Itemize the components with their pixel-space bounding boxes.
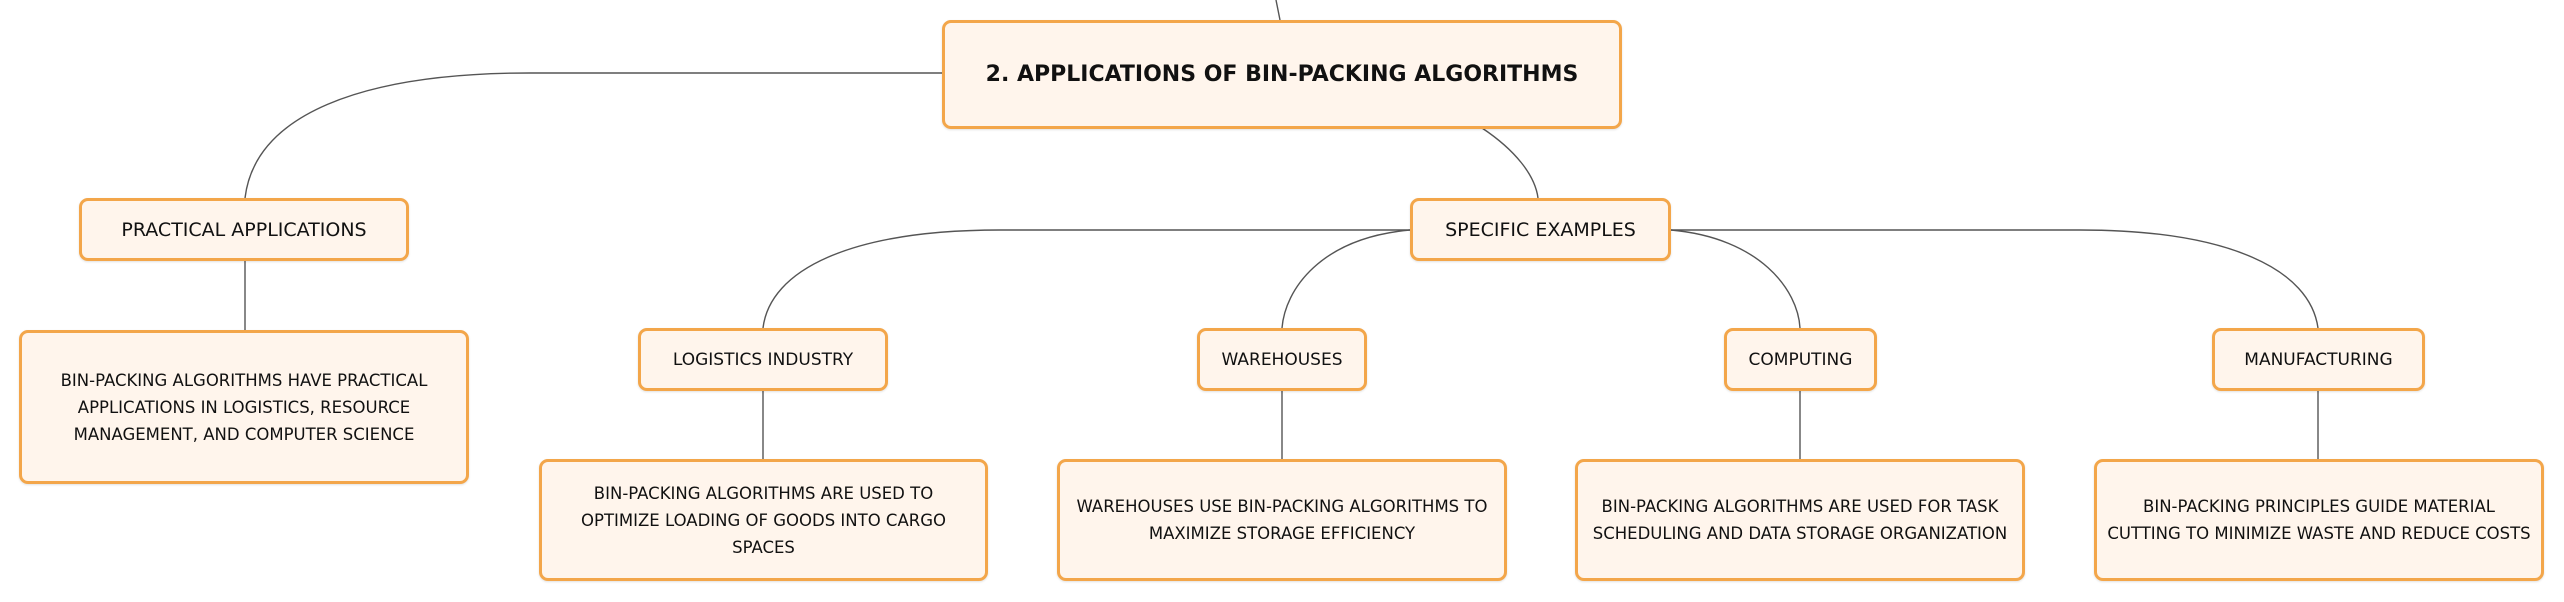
manufacturing-label: MANUFACTURING: [2244, 349, 2393, 370]
connector-parent-to-root: [1275, 0, 1281, 21]
root-topic[interactable]: 2. APPLICATIONS OF BIN-PACKING ALGORITHM…: [942, 20, 1622, 129]
practical-applications-label: PRACTICAL APPLICATIONS: [121, 218, 367, 241]
connector-examples-to-computing: [1670, 229, 1801, 329]
logistics-industry-description: BIN-PACKING ALGORITHMS ARE USED TO OPTIM…: [581, 483, 946, 557]
warehouses-description: WAREHOUSES USE BIN-PACKING ALGORITHMS TO…: [1076, 497, 1488, 543]
manufacturing-description-node[interactable]: BIN-PACKING PRINCIPLES GUIDE MATERIAL CU…: [2094, 459, 2544, 581]
logistics-industry-description-node[interactable]: BIN-PACKING ALGORITHMS ARE USED TO OPTIM…: [539, 459, 988, 581]
manufacturing-node[interactable]: MANUFACTURING: [2212, 328, 2425, 391]
specific-examples-node[interactable]: SPECIFIC EXAMPLES: [1410, 198, 1671, 261]
practical-applications-node[interactable]: PRACTICAL APPLICATIONS: [79, 198, 409, 261]
logistics-industry-node[interactable]: LOGISTICS INDUSTRY: [638, 328, 888, 391]
computing-label: COMPUTING: [1748, 349, 1853, 370]
manufacturing-description: BIN-PACKING PRINCIPLES GUIDE MATERIAL CU…: [2107, 497, 2531, 543]
warehouses-description-node[interactable]: WAREHOUSES USE BIN-PACKING ALGORITHMS TO…: [1057, 459, 1507, 581]
connector-root-to-examples: [1481, 127, 1539, 199]
warehouses-label: WAREHOUSES: [1221, 349, 1343, 370]
connector-examples-to-manufacturing: [1671, 229, 2319, 329]
logistics-industry-label: LOGISTICS INDUSTRY: [672, 349, 854, 370]
computing-node[interactable]: COMPUTING: [1724, 328, 1877, 391]
connector-examples-to-logistics: [762, 229, 1410, 329]
root-topic-label: 2. APPLICATIONS OF BIN-PACKING ALGORITHM…: [985, 62, 1579, 87]
computing-description-node[interactable]: BIN-PACKING ALGORITHMS ARE USED FOR TASK…: [1575, 459, 2025, 581]
connector-root-to-practical: [244, 72, 942, 199]
specific-examples-label: SPECIFIC EXAMPLES: [1445, 218, 1636, 241]
practical-applications-description-node[interactable]: BIN-PACKING ALGORITHMS HAVE PRACTICAL AP…: [19, 330, 469, 484]
connector-examples-to-warehouses: [1281, 229, 1411, 329]
warehouses-node[interactable]: WAREHOUSES: [1197, 328, 1367, 391]
practical-applications-description: BIN-PACKING ALGORITHMS HAVE PRACTICAL AP…: [60, 370, 428, 444]
computing-description: BIN-PACKING ALGORITHMS ARE USED FOR TASK…: [1592, 497, 2008, 543]
